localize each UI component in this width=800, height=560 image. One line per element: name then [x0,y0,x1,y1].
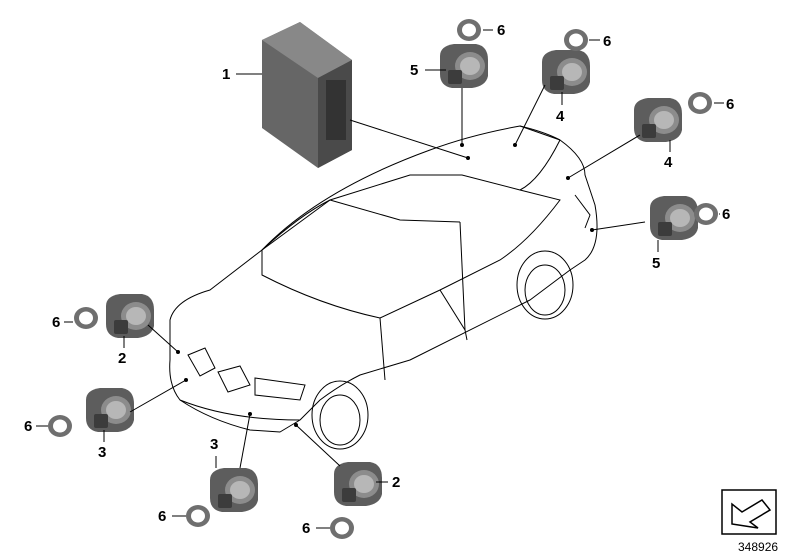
callout-ring-8: 6 [302,520,310,537]
arrow-stamp-icon [721,489,777,535]
park-sensor-icon [542,50,590,94]
callout-ring-3: 6 [726,96,734,113]
park-sensor-icon [650,196,698,240]
callout-rear-center-top: 4 [556,108,565,125]
callout-ring-6: 6 [24,418,32,435]
callout-front-left-outer: 2 [118,350,126,367]
control-unit-icon [262,22,352,168]
attachment-points [176,143,594,427]
callout-rear-top-left: 5 [410,62,418,79]
callout-rear-right-upper: 4 [664,154,673,171]
seal-ring-icon [688,92,712,114]
callout-ring-7: 6 [158,508,166,525]
park-sensor-icon [334,462,382,506]
park-sensor-icon [86,388,134,432]
park-sensor-icon [634,98,682,142]
callout-ring-2: 6 [603,33,611,50]
callout-rear-right-lower: 5 [652,255,660,272]
callout-ecu: 1 [222,66,230,83]
callout-front-center: 3 [210,436,218,453]
seal-ring-icon [457,19,481,41]
vehicle-outline [169,125,598,450]
callout-front-left-inner: 3 [98,444,106,461]
seal-ring-icon [74,307,98,329]
callout-ring-4: 6 [722,206,730,223]
park-sensor-icon [210,468,258,512]
diagram-number: 348926 [738,540,779,554]
callout-ring-5: 6 [52,314,60,331]
leader-lines [36,29,724,529]
seal-ring-icon [330,517,354,539]
seal-ring-icon [564,29,588,51]
seal-ring-icon [186,505,210,527]
seal-ring-icon [694,203,718,225]
callout-front-right-outer: 2 [392,474,400,491]
park-sensor-icon [106,294,154,338]
callout-ring-1: 6 [497,22,505,39]
seal-ring-icon [48,415,72,437]
park-sensor-icon [440,44,488,88]
